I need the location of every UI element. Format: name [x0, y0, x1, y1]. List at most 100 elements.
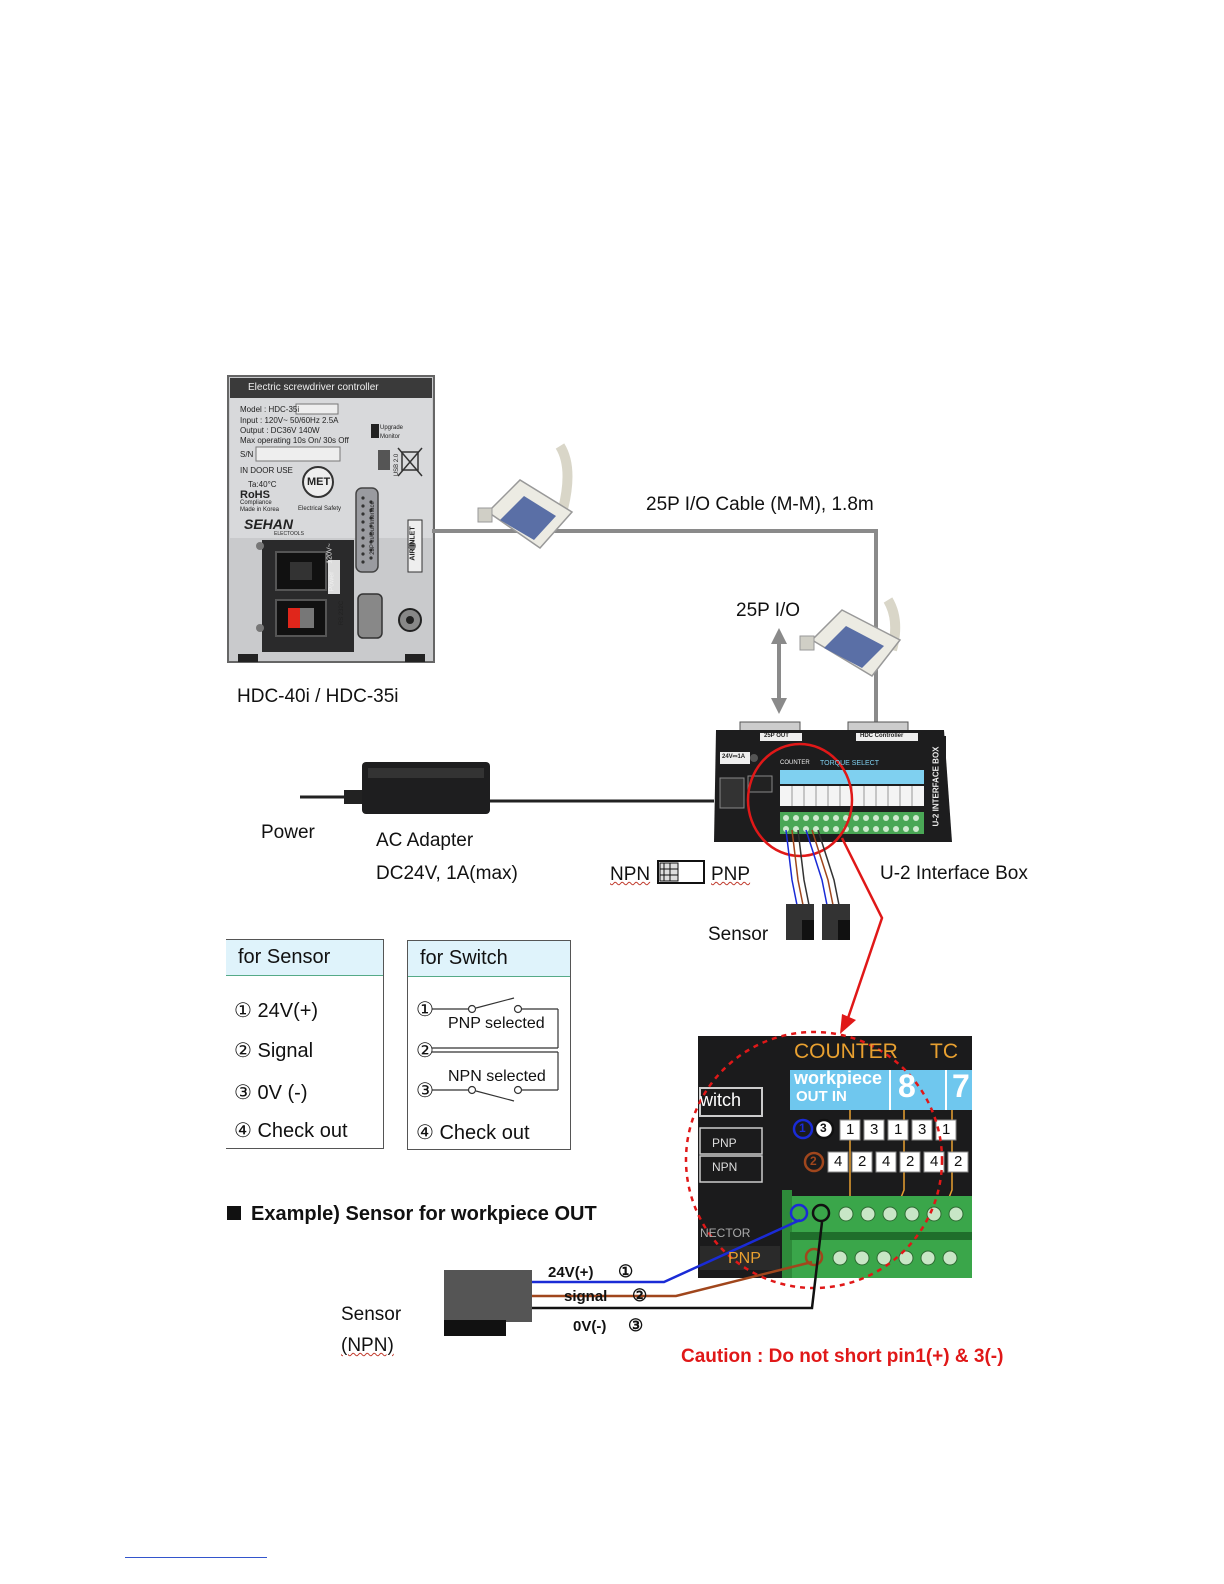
controller-indoor: IN DOOR USE: [240, 466, 293, 475]
zoom-row2-4: 2: [906, 1153, 915, 1170]
air-inlet-label: AIR INLET: [409, 526, 417, 561]
switch-schematic: [432, 997, 559, 1102]
zoom-pin-2: 2: [810, 1154, 817, 1168]
sensor-wires: [785, 829, 841, 911]
controller-spec-2: Input : 120V~ 50/60Hz 2.5A: [240, 416, 339, 425]
controller-spec-4: Max operating 10s On/ 30s Off: [240, 436, 349, 445]
zoom-switch: witch: [700, 1090, 742, 1110]
ac-adapter: [300, 762, 714, 814]
power-label: Power: [261, 822, 315, 843]
example-sensor: [444, 1270, 532, 1336]
legend-sensor: for Sensor ① 24V(+) ② Signal ③ 0V (-) ④ …: [226, 939, 384, 1149]
cable-label: 25P I/O Cable (M-M), 1.8m: [646, 494, 874, 515]
cable-connector-left: [477, 443, 574, 549]
controller-upgrade: Upgrade: [380, 425, 404, 431]
adapter-spec-label: DC24V, 1A(max): [376, 863, 518, 884]
box-torque-label: TORQUE SELECT: [820, 760, 879, 767]
zoom-pin-3: 3: [820, 1121, 827, 1135]
adapter-label: AC Adapter: [376, 830, 474, 851]
zoom-arrow: [840, 837, 884, 1025]
wire-num-1: ①: [618, 1262, 634, 1281]
controller-title: Electric screwdriver controller: [248, 382, 379, 393]
footer-rule: [125, 1557, 267, 1558]
met-sub: Electrical Safety: [298, 506, 342, 512]
controller-power-label: Power: [328, 571, 336, 592]
zoom-pnp: PNP: [712, 1136, 737, 1150]
zoom-npn: NPN: [712, 1160, 738, 1174]
controller-monitor: Monitor: [380, 434, 401, 440]
io-label: 25P I/O: [736, 600, 801, 621]
zoom-pin-1: 1: [799, 1121, 806, 1135]
highlight-circle-small: [746, 742, 854, 858]
legend-switch-item-2: ②: [416, 1040, 434, 1062]
controller-interface: 25P In/Out Interface: [369, 501, 376, 555]
wire-label-2: signal: [564, 1288, 608, 1305]
legend-pnp-selected: PNP selected: [448, 1015, 545, 1032]
brand-sub: ELECTOOLS: [274, 531, 304, 537]
zoom-counter: COUNTER: [794, 1040, 898, 1063]
zoom-n7: 7: [952, 1068, 970, 1104]
legend-sensor-title: for Sensor: [226, 940, 383, 976]
sensor-blocks: [786, 904, 850, 940]
zoom-row1-1: 1: [846, 1121, 855, 1138]
box-hdc-label: HDC Controller: [860, 733, 904, 739]
controller-rohs-sub: Compliance: [240, 500, 272, 506]
npn-label: NPN: [610, 864, 651, 885]
zoom-row2-5: 4: [930, 1153, 939, 1170]
met-logo: MET: [307, 476, 331, 488]
example-bullet: [227, 1206, 241, 1220]
legend-sensor-item-1: ① 24V(+): [234, 1000, 319, 1022]
legend-switch-item-1: ①: [416, 999, 434, 1021]
zoom-pnp2: PNP: [728, 1250, 761, 1267]
zoom-row1-5: 1: [942, 1121, 951, 1138]
legend-switch-title: for Switch: [408, 941, 570, 977]
controller-spec-3: Output : DC36V 140W: [240, 426, 320, 435]
io-cable: [432, 529, 878, 722]
controller-rohs: RoHS: [240, 489, 270, 501]
wire-label-1: 24V(+): [548, 1264, 594, 1281]
interface-box: [714, 721, 952, 842]
cable-connector-right: [799, 597, 902, 677]
legend-switch: for Switch ① ② ③ ④ Check out PNP selecte…: [407, 940, 571, 1150]
controller-temp: Ta:40°C: [248, 480, 277, 489]
legend-switch-item-3: ③: [416, 1080, 434, 1102]
zoom-row1-2: 3: [870, 1121, 879, 1138]
controller-sn: S/N: [240, 450, 254, 459]
zoom-row2-2: 2: [858, 1153, 867, 1170]
sensor-npn-label-2: (NPN): [341, 1335, 394, 1356]
pnp-label: PNP: [711, 864, 751, 885]
zoom-row2-3: 4: [882, 1153, 891, 1170]
example-wires: [532, 1218, 824, 1310]
wire-label-3: 0V(-): [573, 1318, 607, 1335]
zoom-n8: 8: [898, 1068, 916, 1104]
wire-num-2: ②: [632, 1286, 648, 1305]
box-side-label: U-2 INTERFACE BOX: [931, 746, 941, 827]
sensor-npn-label-1: Sensor: [341, 1304, 402, 1325]
box-counter-label: COUNTER: [780, 760, 810, 766]
example-title: Example) Sensor for workpiece OUT: [251, 1203, 597, 1225]
legend-sensor-item-4: ④ Check out: [234, 1120, 348, 1142]
zoom-row1-3: 1: [894, 1121, 903, 1138]
zoom-row2-6: 2: [954, 1153, 963, 1170]
caution-text: Caution : Do not short pin1(+) & 3(-): [681, 1346, 1004, 1367]
sensor-label: Sensor: [708, 924, 769, 945]
box-out-label: 25P OUT: [764, 733, 789, 739]
brand-logo: SEHAN: [244, 516, 294, 532]
npn-pnp-switch-icon: [657, 860, 705, 884]
io-arrow: [771, 628, 787, 714]
controller-made: Made in Korea: [240, 507, 280, 513]
zoom-row2-1: 4: [834, 1153, 843, 1170]
legend-sensor-item-3: ③ 0V (-): [234, 1082, 308, 1104]
box-label: U-2 Interface Box: [880, 863, 1028, 884]
controller-voltage: 120V~: [326, 543, 334, 564]
zoom-out-in: OUT IN: [796, 1088, 847, 1105]
zoom-workpiece: workpiece: [794, 1068, 883, 1088]
zoom-row1-4: 3: [918, 1121, 927, 1138]
wire-num-3: ③: [628, 1316, 644, 1335]
legend-sensor-item-2: ② Signal: [234, 1040, 314, 1062]
zoom-sector: NECTOR: [700, 1226, 751, 1240]
controller-usb: USB 2.0: [394, 453, 401, 477]
controller-unit: [227, 375, 435, 663]
legend-switch-item-4: ④ Check out: [416, 1122, 530, 1144]
